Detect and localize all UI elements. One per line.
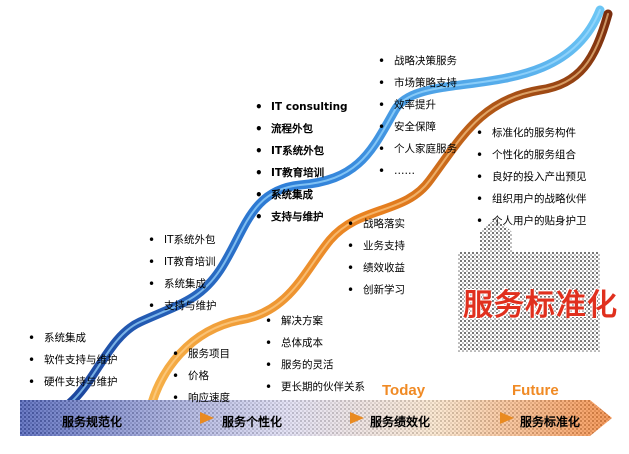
list-item: 总体成本 xyxy=(265,332,365,354)
list-item: 战略决策服务 xyxy=(378,50,457,72)
list-item: 系统集成 xyxy=(28,327,118,349)
stage4-blue-list: 战略决策服务 市场策略支持 效率提升 安全保障 个人家庭服务 …… xyxy=(378,50,457,182)
list-item: 效率提升 xyxy=(378,94,457,116)
list-item: 硬件支持与维护 xyxy=(28,371,118,393)
list-item: 流程外包 xyxy=(255,118,348,140)
era-future-label: Future xyxy=(512,382,559,399)
list-item: 市场策略支持 xyxy=(378,72,457,94)
stage1-list: 系统集成 软件支持与维护 硬件支持与维护 xyxy=(28,327,118,393)
list-item: 服务的灵活 xyxy=(265,354,365,376)
list-item: IT consulting xyxy=(255,96,348,118)
list-item: 创新学习 xyxy=(347,279,405,301)
stage3-orange-list-a: 战略落实 业务支持 绩效收益 创新学习 xyxy=(347,213,405,301)
list-item: IT教育培训 xyxy=(148,251,217,273)
stage-arrow-3 xyxy=(500,412,514,424)
list-item: 个人用户的贴身护卫 xyxy=(476,210,587,232)
list-item: IT教育培训 xyxy=(255,162,348,184)
list-item: 组织用户的战略伙伴 xyxy=(476,188,587,210)
stage3-blue-list: IT consulting 流程外包 IT系统外包 IT教育培训 系统集成 支持… xyxy=(255,96,348,228)
list-item: 安全保障 xyxy=(378,116,457,138)
stage-label-1: 服务规范化 xyxy=(62,415,123,429)
list-item: IT系统外包 xyxy=(148,229,217,251)
list-item: 响应速度 xyxy=(172,387,230,409)
stage-label-2: 服务个性化 xyxy=(222,415,283,429)
list-item: 标准化的服务构件 xyxy=(476,122,587,144)
list-item: 个性化的服务组合 xyxy=(476,144,587,166)
list-item: 支持与维护 xyxy=(255,206,348,228)
stage3-orange-list-b: 解决方案 总体成本 服务的灵活 更长期的伙伴关系 xyxy=(265,310,365,398)
list-item: 系统集成 xyxy=(148,273,217,295)
stage-label-4: 服务标准化 xyxy=(520,415,581,429)
stage2-orange-list: 服务项目 价格 响应速度 xyxy=(172,343,230,409)
stage2-blue-list: IT系统外包 IT教育培训 系统集成 支持与维护 xyxy=(148,229,217,317)
stage-label-3: 服务绩效化 xyxy=(370,415,431,429)
list-item: 价格 xyxy=(172,365,230,387)
dotted-stamp-block xyxy=(458,218,600,352)
service-standardization-highlight: 服务标准化 xyxy=(463,288,618,323)
list-item: 绩效收益 xyxy=(347,257,405,279)
list-item: 更长期的伙伴关系 xyxy=(265,376,365,398)
list-item: 支持与维护 xyxy=(148,295,217,317)
list-item: IT系统外包 xyxy=(255,140,348,162)
list-item: 系统集成 xyxy=(255,184,348,206)
orange-wave-highlight xyxy=(149,13,609,411)
list-item: 软件支持与维护 xyxy=(28,349,118,371)
list-item: 个人家庭服务 xyxy=(378,138,457,160)
list-item: 战略落实 xyxy=(347,213,405,235)
era-today-label: Today xyxy=(382,382,426,399)
list-item: 良好的投入产出预见 xyxy=(476,166,587,188)
list-item: 服务项目 xyxy=(172,343,230,365)
stage-arrow-2 xyxy=(350,412,364,424)
list-item: 业务支持 xyxy=(347,235,405,257)
list-item: 解决方案 xyxy=(265,310,365,332)
stage4-orange-list: 标准化的服务构件 个性化的服务组合 良好的投入产出预见 组织用户的战略伙伴 个人… xyxy=(476,122,587,232)
stage-arrow-1 xyxy=(200,412,214,424)
list-item: …… xyxy=(378,160,457,182)
